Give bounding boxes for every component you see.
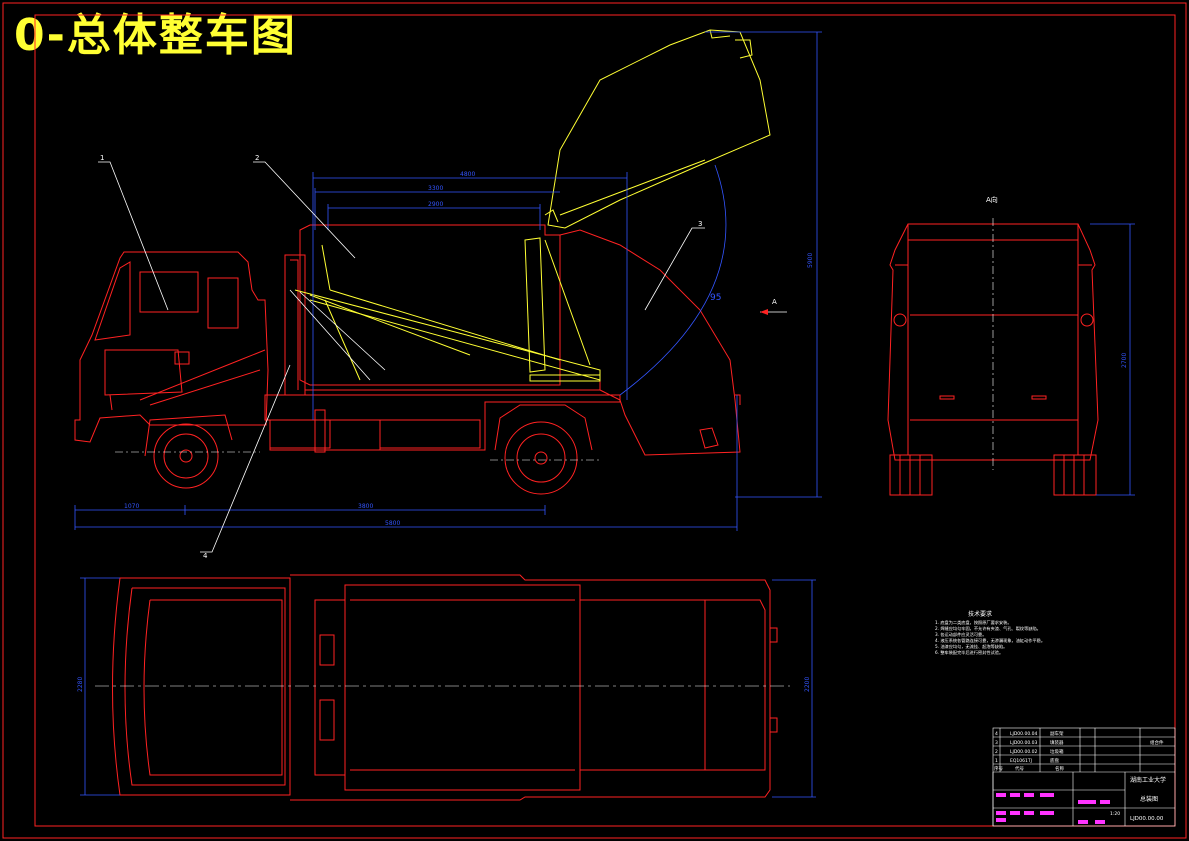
tailgate-swing-arc bbox=[619, 164, 727, 396]
part-code: LJD00.00.02 bbox=[1010, 749, 1037, 755]
drawing-number: LJD00.00.00 bbox=[1130, 816, 1164, 822]
tech-note-line: 6. 整车装配完毕后进行密封性试验。 bbox=[935, 649, 1003, 656]
side-view bbox=[74, 224, 741, 495]
dim-top-mid: 3300 bbox=[428, 185, 443, 192]
tech-note-line: 5. 油漆应均匀，无流挂、起泡等缺陷。 bbox=[935, 643, 1007, 650]
part-code: EQ1061TJ bbox=[1010, 758, 1032, 764]
dim-top-inner: 2900 bbox=[428, 201, 443, 208]
view-arrow-label: A bbox=[772, 298, 777, 306]
part-no: 3 bbox=[995, 740, 998, 746]
callout-2: 2 bbox=[255, 154, 259, 162]
dim-height: 5900 bbox=[807, 253, 814, 268]
rear-view bbox=[887, 223, 1099, 496]
tech-notes-heading: 技术要求 bbox=[968, 610, 992, 618]
callout-1: 1 bbox=[100, 154, 104, 162]
callout-leaders bbox=[98, 161, 787, 553]
part-code: LJD00.00.03 bbox=[1010, 740, 1037, 746]
tech-notes: 技术要求 1. 底盘为二类底盘，按照原厂要求安装。 2. 焊缝应均匀牢固，不允许… bbox=[935, 610, 1045, 656]
cab-rear-window bbox=[207, 277, 239, 329]
rear-height-dim: 2700 bbox=[1121, 353, 1128, 368]
header-no: 序号 bbox=[994, 765, 1003, 772]
part-no: 2 bbox=[995, 749, 998, 755]
tech-note-line: 1. 底盘为二类底盘，按照原厂要求安装。 bbox=[935, 619, 1012, 626]
header-name: 名称 bbox=[1055, 765, 1064, 772]
scale: 1:20 bbox=[1110, 811, 1120, 817]
part-name: 填装器 bbox=[1050, 739, 1064, 746]
inner-border bbox=[34, 14, 1176, 827]
part-name: 副车架 bbox=[1050, 730, 1064, 737]
tech-note-line: 2. 焊缝应均匀牢固，不允许有夹渣、气孔、裂纹等缺陷。 bbox=[935, 625, 1041, 632]
title-block-accents bbox=[996, 793, 1110, 824]
front-wheel bbox=[153, 423, 219, 489]
dim-front-overhang: 1070 bbox=[124, 503, 139, 510]
rear-wheel bbox=[504, 421, 578, 495]
callout-3: 3 bbox=[698, 220, 702, 228]
material: 组合件 bbox=[1150, 739, 1164, 746]
lifted-tailgate bbox=[547, 29, 771, 229]
tech-note-line: 4. 液压系统各管路连接可靠，无渗漏现象，油缸动作平稳。 bbox=[935, 637, 1045, 644]
title-block bbox=[992, 727, 1176, 827]
dimension-lines bbox=[74, 31, 822, 531]
garbage-body bbox=[299, 224, 561, 386]
part-code: LJD00.00.04 bbox=[1010, 731, 1037, 737]
part-no: 4 bbox=[995, 731, 998, 737]
plan-view bbox=[112, 574, 778, 801]
dim-top-outer: 4800 bbox=[460, 171, 475, 178]
dim-overall-length: 5800 bbox=[385, 520, 400, 527]
school-name: 湖南工业大学 bbox=[1130, 776, 1166, 784]
cab-door bbox=[104, 349, 183, 396]
rear-view-label: A向 bbox=[986, 195, 998, 204]
callout-4: 4 bbox=[203, 552, 208, 560]
tech-note-line: 3. 各运动部件应灵活可靠。 bbox=[935, 631, 986, 638]
arc-angle-label: 95 bbox=[710, 293, 721, 303]
cab-side-window bbox=[139, 271, 199, 313]
cab-windshield bbox=[94, 261, 131, 341]
cab-outline bbox=[74, 251, 269, 443]
plan-width-left: 2280 bbox=[77, 677, 84, 692]
dim-wheelbase: 3800 bbox=[358, 503, 373, 510]
part-name: 底盘 bbox=[1050, 757, 1059, 764]
drawing-name: 总装图 bbox=[1140, 795, 1158, 803]
part-name: 垃圾箱 bbox=[1050, 748, 1064, 755]
hopper-assembly bbox=[294, 29, 771, 382]
tailgate-outline bbox=[559, 229, 741, 456]
drawing-title: 0-总体整车图 bbox=[14, 10, 297, 61]
view-arrow bbox=[760, 309, 768, 315]
chassis-frame bbox=[264, 394, 621, 451]
header-code: 代号 bbox=[1015, 765, 1024, 772]
plan-width-right: 2200 bbox=[804, 677, 811, 692]
part-no: 1 bbox=[995, 758, 998, 764]
